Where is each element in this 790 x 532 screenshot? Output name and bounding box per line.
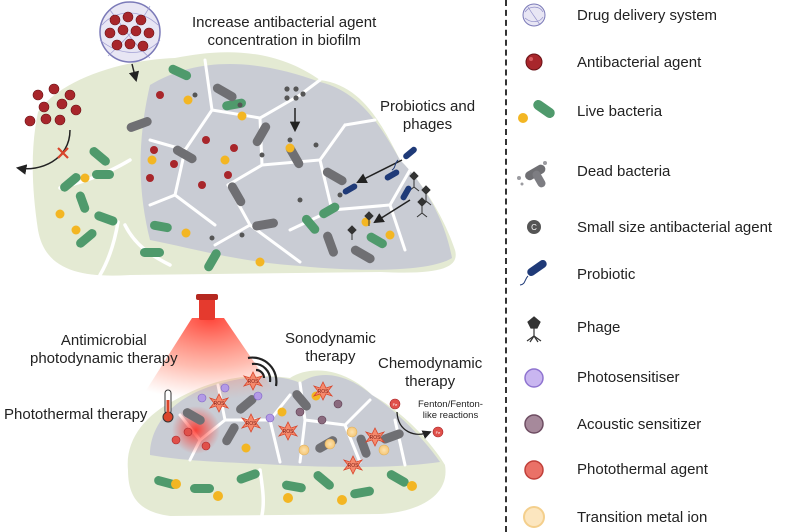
acoustic-sensitizer-icon (524, 414, 544, 434)
chemodynamic-line-2: therapy (405, 372, 456, 390)
fenton-line-2: like reactions (422, 409, 479, 421)
probiotics-phages-label: Probiotics and phages (380, 98, 475, 133)
sonodynamic-label: Sonodynamic therapy (285, 330, 376, 365)
blocked-x-icon (57, 147, 69, 159)
top-phages-inside (347, 211, 374, 240)
fenton-label: Fenton/Fenton- like reactions (418, 399, 483, 422)
sonodynamic-line-2: therapy (305, 347, 356, 365)
transition-metal-ion-icon (523, 506, 545, 528)
small-agent-cluster (284, 86, 306, 101)
legend-photothermal-agent: Photothermal agent (577, 461, 708, 478)
chemodynamic-line-1: Chemodynamic (378, 355, 483, 372)
arrow-dds-into-biofilm (128, 63, 140, 83)
section-divider (505, 0, 507, 532)
drug-delivery-icon (522, 3, 546, 27)
arrow-phages (373, 199, 411, 224)
ros-label: ROS (370, 435, 382, 441)
probiotic-icon (519, 259, 547, 286)
top-dead-bacteria (126, 83, 375, 264)
probiotic-outside-2 (384, 169, 400, 181)
legend-phage: Phage (577, 319, 621, 336)
arrow-blocked (15, 129, 71, 175)
top-yellow-particles (55, 95, 395, 267)
photosensitiser-icon (524, 368, 544, 388)
legend-icons: C (517, 3, 555, 528)
increase-line-2: concentration in biofilm (207, 31, 361, 49)
legend-small-agent: Small size antibacterial agent (577, 219, 773, 236)
small-agent-icon: C (527, 220, 541, 234)
svg-text:C: C (531, 223, 537, 232)
apdt-line-2: photodynamic therapy (30, 349, 178, 367)
ros-bursts (208, 371, 386, 475)
legend-antibacterial-agent: Antibacterial agent (577, 54, 702, 71)
photothermal-agent-icon (524, 460, 544, 480)
laser-icon (140, 294, 280, 400)
svg-text:Fe: Fe (393, 402, 398, 407)
legend-live-bacteria: Live bacteria (577, 103, 663, 120)
bottom-photothermal-agents (171, 427, 211, 451)
bottom-yellow-particles (171, 391, 417, 505)
apdt-label: Antimicrobial photodynamic therapy (30, 332, 178, 367)
arrow-probiotics (356, 159, 403, 183)
ros-label: ROS (248, 379, 260, 385)
ros-label: ROS (348, 463, 360, 469)
antibacterial-agent-icon (525, 53, 543, 71)
fenton-reaction: Fe Fe (389, 398, 444, 439)
chemodynamic-label: Chemodynamic therapy (378, 355, 482, 390)
increase-concentration-label: Increase antibacterial agent concentrati… (192, 14, 376, 49)
drug-delivery-system-large (99, 1, 161, 63)
bottom-live-bacteria (154, 469, 409, 499)
ros-label: ROS (214, 401, 226, 407)
dead-bacteria-icon (517, 161, 547, 188)
phage-outside (408, 171, 432, 218)
probiotics-line-1: Probiotics and (380, 98, 476, 115)
legend-drug-delivery: Drug delivery system (577, 7, 718, 24)
apdt-line-1: Antimicrobial (60, 332, 147, 349)
live-bacteria-icon (518, 99, 555, 123)
bottom-acoustic-sensitizers (295, 399, 343, 425)
legend-transition-metal-ion: Transition metal ion (577, 509, 708, 526)
top-live-bacteria (60, 64, 387, 272)
phage-icon (526, 316, 542, 343)
legend-acoustic-sensitizer: Acoustic sensitizer (577, 416, 702, 433)
probiotics-line-2: phages (402, 115, 453, 133)
increase-line-1: Increase antibacterial agent (192, 14, 377, 31)
legend-photosensitiser: Photosensitiser (577, 369, 680, 386)
photothermal-therapy-label: Photothermal therapy (4, 406, 148, 423)
top-biofilm (32, 52, 456, 277)
thermometer-icon (162, 389, 174, 423)
top-antibacterial-agents (146, 91, 238, 189)
photothermal-heat-spot (172, 406, 220, 454)
top-probiotics-inside (342, 183, 412, 201)
fenton-line-1: Fenton/Fenton- (418, 399, 483, 410)
ros-label: ROS (318, 389, 330, 395)
legend-dead-bacteria: Dead bacteria (577, 163, 671, 180)
ultrasound-waves-icon (247, 356, 278, 387)
svg-text:Fe: Fe (436, 430, 441, 435)
ros-labels: ROS ROS ROS ROS ROS ROS ROS (214, 379, 382, 469)
free-antibacterial-agents (24, 83, 82, 127)
top-small-agents (192, 92, 343, 241)
ros-label: ROS (283, 429, 295, 435)
sonodynamic-line-1: Sonodynamic (285, 330, 376, 347)
bottom-photosensitisers (197, 383, 275, 423)
probiotic-outside (391, 146, 417, 171)
ros-label: ROS (246, 421, 258, 427)
legend-probiotic: Probiotic (577, 266, 636, 283)
bottom-metal-ions (298, 426, 390, 456)
